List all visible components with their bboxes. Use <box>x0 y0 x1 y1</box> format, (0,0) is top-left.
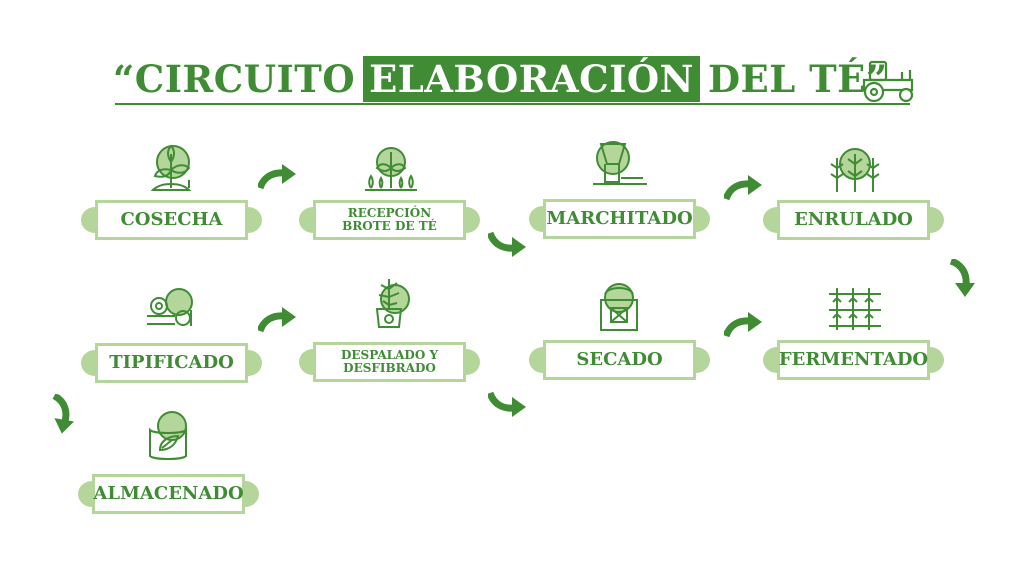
flow-arrow-icon <box>486 225 528 259</box>
bales-icon <box>143 280 199 336</box>
flow-arrow-icon <box>486 385 528 419</box>
step-card: COSECHA <box>81 200 262 240</box>
step-label: FERMENTADO <box>777 340 930 380</box>
step-card: ENRULADO <box>763 200 944 240</box>
step-card: ALMACENADO <box>78 474 259 514</box>
flow-arrow-icon <box>256 305 298 339</box>
flow-arrow-icon <box>943 257 977 299</box>
step-card: MARCHITADO <box>529 199 710 239</box>
step-card: TIPIFICADO <box>81 343 262 383</box>
title-highlight: ELABORACIÓN <box>363 56 700 102</box>
step-label: MARCHITADO <box>543 199 696 239</box>
step-label: ALMACENADO <box>92 474 245 514</box>
step-label: ENRULADO <box>777 200 930 240</box>
flow-arrow-icon <box>256 162 298 196</box>
plant-vase-icon <box>361 275 417 331</box>
flow-arrow-icon <box>722 310 764 344</box>
step-label: COSECHA <box>95 200 248 240</box>
sack-icon <box>140 410 196 466</box>
title-underline <box>115 103 910 105</box>
title-part2: DEL TÉ” <box>707 57 888 101</box>
wither-machine-icon <box>591 138 647 194</box>
step-card: SECADO <box>529 340 710 380</box>
plant-row-icon <box>361 140 417 196</box>
step-label: RECEPCIÓN BROTE DE TÉ <box>313 200 466 240</box>
tractor-icon <box>862 60 914 103</box>
step-label: DESPALADO Y DESFIBRADO <box>313 342 466 382</box>
crop-field-icon <box>825 280 881 336</box>
step-label: SECADO <box>543 340 696 380</box>
step-card: FERMENTADO <box>763 340 944 380</box>
step-label: TIPIFICADO <box>95 343 248 383</box>
flow-arrow-icon <box>40 392 80 437</box>
dryer-icon <box>591 280 647 336</box>
flow-arrow-icon <box>722 173 764 207</box>
leaves-icon <box>825 142 881 198</box>
page-title: “CIRCUITO ELABORACIÓN DEL TÉ” <box>113 56 913 102</box>
step-card: DESPALADO Y DESFIBRADO <box>299 342 480 382</box>
step-card: RECEPCIÓN BROTE DE TÉ <box>299 200 480 240</box>
title-part1: “CIRCUITO <box>113 57 356 101</box>
sprout-icon <box>143 140 199 196</box>
